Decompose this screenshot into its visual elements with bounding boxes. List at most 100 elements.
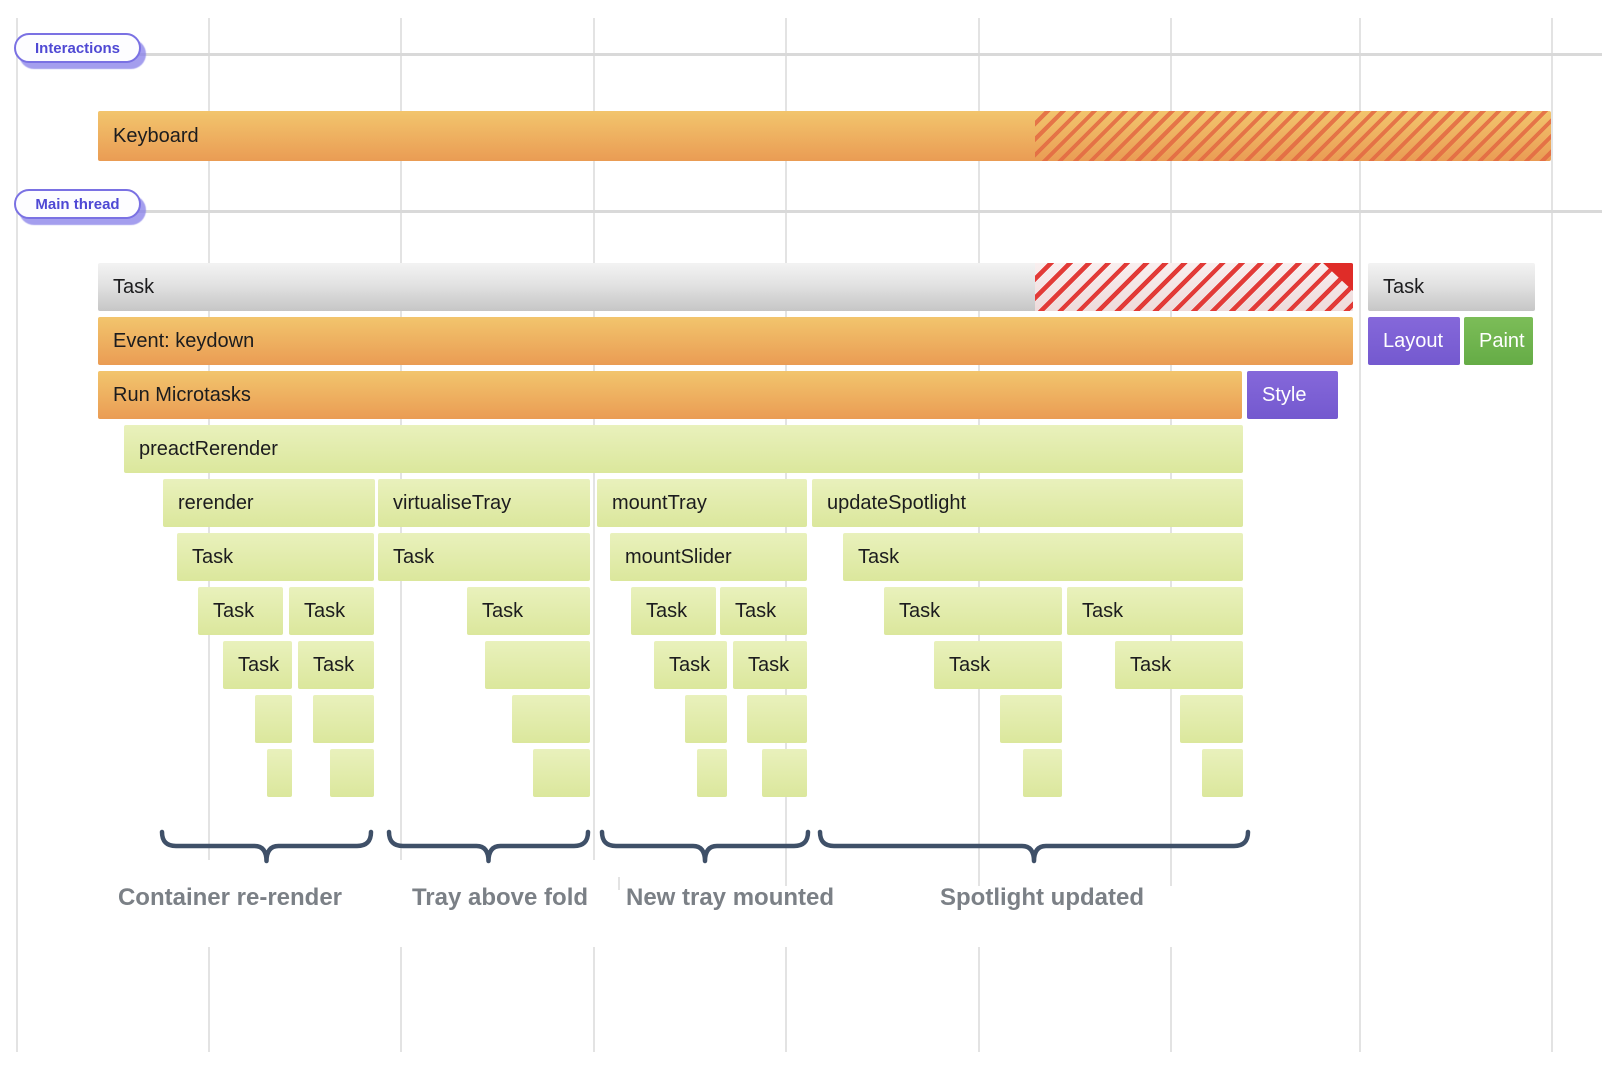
sub-task-bar[interactable] — [1202, 749, 1243, 797]
annotation-label: Container re-render — [117, 884, 343, 911]
task-bar[interactable]: Task — [177, 533, 374, 581]
bar-label: updateSpotlight — [827, 492, 967, 514]
bar-label: Event: keydown — [113, 330, 255, 352]
mount-slider-bar[interactable]: mountSlider — [610, 533, 807, 581]
sub-task-bar[interactable] — [747, 695, 807, 743]
sub-task-bar[interactable] — [1000, 695, 1062, 743]
rerender-bar[interactable]: rerender — [163, 479, 375, 527]
task-bar[interactable]: Task — [884, 587, 1062, 635]
long-task-corner-triangle — [1323, 263, 1353, 291]
sub-task-bar[interactable] — [313, 695, 374, 743]
annotation-label: Spotlight updated — [940, 884, 1144, 911]
track-hline — [16, 210, 1602, 213]
task-bar[interactable]: Task — [223, 641, 292, 689]
bar-label: rerender — [178, 492, 254, 514]
task-bar[interactable]: Task — [378, 533, 590, 581]
sub-task-bar[interactable] — [267, 749, 292, 797]
task-bar[interactable]: Task — [1115, 641, 1243, 689]
sub-task-bar[interactable] — [255, 695, 292, 743]
grid-tick — [618, 877, 620, 890]
grid-vline — [593, 947, 595, 1052]
virtualise-tray-bar[interactable]: virtualiseTray — [378, 479, 590, 527]
bar-label: Style — [1262, 384, 1307, 406]
mount-tray-bar[interactable]: mountTray — [597, 479, 807, 527]
bar-label: Task — [858, 546, 900, 568]
keyboard-interaction-bar[interactable]: Keyboard — [98, 111, 1551, 161]
bar-label: Task — [213, 600, 255, 622]
bar-label: Task — [669, 654, 711, 676]
bar-label: Task — [313, 654, 355, 676]
bar-label: Task — [1383, 276, 1425, 298]
bar-label: Task — [113, 276, 155, 298]
sub-task-bar[interactable] — [1023, 749, 1062, 797]
task-bar[interactable]: Task — [733, 641, 807, 689]
bar-label: mountTray — [612, 492, 707, 514]
grid-vline — [16, 18, 18, 1052]
update-spotlight-bar[interactable]: updateSpotlight — [812, 479, 1243, 527]
task-bar[interactable]: Task — [289, 587, 374, 635]
bar-label: Task — [192, 546, 234, 568]
style-bar[interactable]: Style — [1247, 371, 1338, 419]
bar-label: Task — [949, 654, 991, 676]
bar-label: Task — [393, 546, 435, 568]
grid-vline — [1551, 18, 1553, 1052]
task-bar[interactable]: Task — [843, 533, 1243, 581]
bar-label: Task — [646, 600, 688, 622]
main-thread-track-label: Main thread — [35, 195, 120, 213]
bar-label: Keyboard — [113, 125, 199, 147]
sub-task-bar[interactable] — [1180, 695, 1243, 743]
sub-task-bar[interactable] — [697, 749, 727, 797]
grid-vline — [400, 947, 402, 1052]
sub-task-bar[interactable] — [533, 749, 590, 797]
bar-label: Task — [735, 600, 777, 622]
brace — [386, 829, 591, 864]
bar-label: Task — [748, 654, 790, 676]
grid-vline — [785, 947, 787, 1052]
task-bar[interactable]: Task — [720, 587, 807, 635]
task-bar[interactable]: Task — [298, 641, 374, 689]
track-hline — [16, 53, 1602, 56]
sub-task-bar[interactable] — [762, 749, 807, 797]
paint-bar[interactable]: Paint — [1464, 317, 1533, 365]
bar-label: Run Microtasks — [113, 384, 251, 406]
bar-label: virtualiseTray — [393, 492, 512, 514]
event-keydown-bar[interactable]: Event: keydown — [98, 317, 1353, 365]
bar-label: Task — [899, 600, 941, 622]
grid-vline — [208, 947, 210, 1052]
task-bar[interactable]: Task — [654, 641, 727, 689]
layout-bar[interactable]: Layout — [1368, 317, 1460, 365]
sub-task-bar[interactable] — [485, 641, 590, 689]
preact-rerender-bar[interactable]: preactRerender — [124, 425, 1243, 473]
sub-task-bar[interactable] — [330, 749, 374, 797]
grid-vline — [978, 947, 980, 1052]
sub-task-bar[interactable] — [685, 695, 727, 743]
main-thread-track-pill[interactable]: Main thread — [14, 189, 141, 219]
grid-vline — [1170, 947, 1172, 1052]
bar-label: Layout — [1383, 330, 1444, 352]
interactions-track-pill[interactable]: Interactions — [14, 33, 141, 63]
sub-task-bar[interactable] — [512, 695, 590, 743]
hatch-overlay — [1035, 263, 1353, 311]
annotation-label: New tray mounted — [625, 884, 835, 911]
bar-label: Paint — [1479, 330, 1525, 352]
task-bar[interactable]: Task — [631, 587, 716, 635]
bar-label: Task — [304, 600, 346, 622]
task-bar[interactable]: Task — [467, 587, 590, 635]
grid-vline — [1359, 18, 1361, 1052]
run-microtasks-bar[interactable]: Run Microtasks — [98, 371, 1242, 419]
bar-label: mountSlider — [625, 546, 732, 568]
annotation-label: Tray above fold — [411, 884, 589, 911]
task-bar[interactable]: Task — [198, 587, 283, 635]
bar-label: Task — [1082, 600, 1124, 622]
bar-label: Task — [1130, 654, 1172, 676]
brace — [159, 829, 374, 864]
bar-label: Task — [482, 600, 524, 622]
bar-label: Task — [238, 654, 280, 676]
task-bar[interactable]: Task — [1067, 587, 1243, 635]
second-task-bar[interactable]: Task — [1368, 263, 1535, 311]
task-bar[interactable]: Task — [934, 641, 1062, 689]
main-task-bar[interactable]: Task — [98, 263, 1353, 311]
interactions-track-label: Interactions — [34, 39, 121, 57]
hatch-overlay — [1035, 111, 1551, 161]
